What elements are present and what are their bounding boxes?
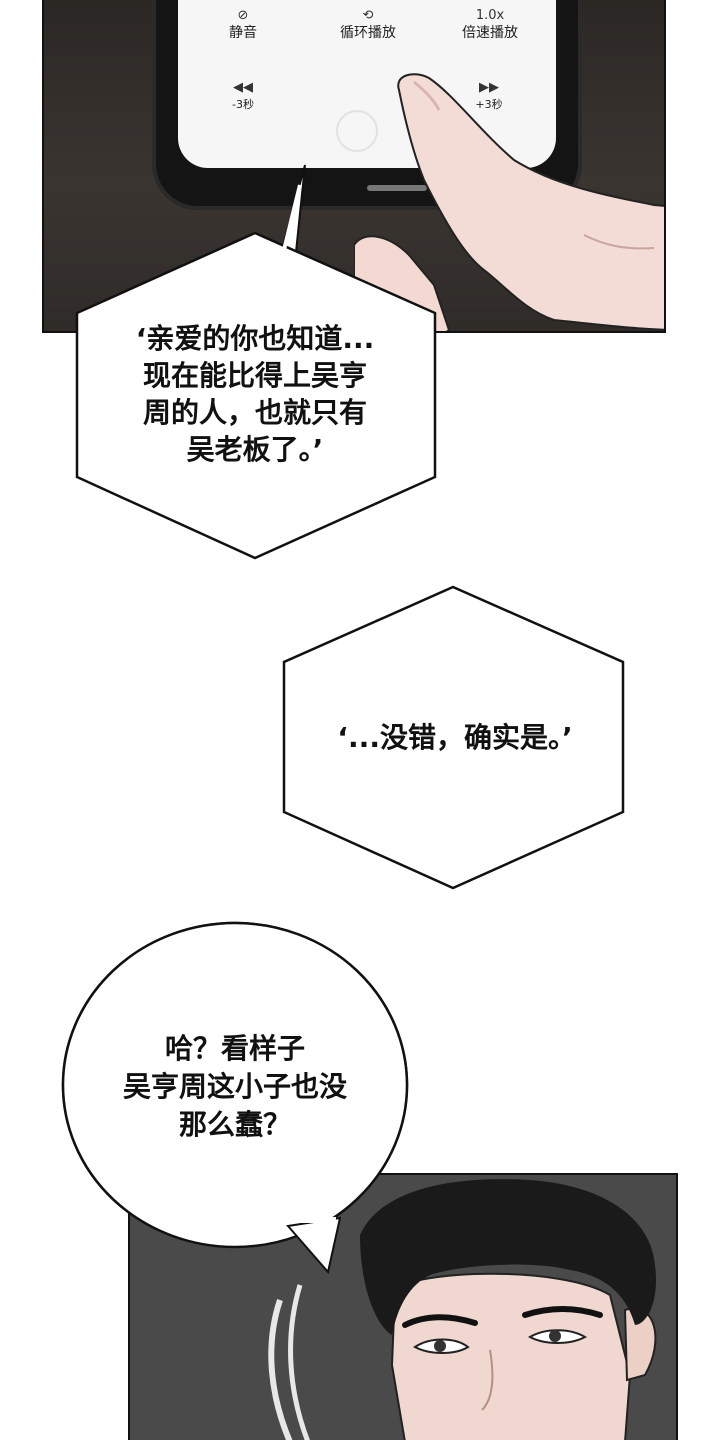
speed-label: 倍速播放 <box>462 25 518 41</box>
phone-panel: ⊘ 静音 ⟲ 循环播放 1.0x 倍速播放 ◀◀ -3秒 ▶▶ +3秒 <box>42 0 666 333</box>
rewind-control[interactable]: ◀◀ -3秒 <box>216 80 270 114</box>
speech-bubble-2 <box>282 585 625 890</box>
rewind-label: -3秒 <box>232 98 254 111</box>
speed-icon: 1.0x <box>475 8 505 23</box>
speech-bubble-3-front <box>61 921 409 1275</box>
loop-icon: ⟲ <box>362 8 374 23</box>
forward-control[interactable]: ▶▶ +3秒 <box>462 80 516 114</box>
mute-control[interactable]: ⊘ 静音 <box>208 8 278 42</box>
forward-icon: ▶▶ <box>479 80 499 95</box>
loop-control[interactable]: ⟲ 循环播放 <box>326 8 410 42</box>
forward-label: +3秒 <box>475 98 503 111</box>
character-portrait <box>268 1179 657 1440</box>
phone-speaker-grille <box>367 185 427 191</box>
right-eyebrow <box>522 1306 603 1318</box>
speed-control[interactable]: 1.0x 倍速播放 <box>450 8 530 42</box>
play-button[interactable] <box>336 110 378 152</box>
dialogue-text-3: 哈？看样子 吴亨周这小子也没 那么蠢？ <box>122 1032 347 1141</box>
mute-icon: ⊘ <box>237 8 249 23</box>
hair <box>360 1179 656 1335</box>
dialogue-text-2: ‘...没错，确实是。’ <box>337 721 573 754</box>
rewind-icon: ◀◀ <box>233 80 253 95</box>
speech-bubble-1 <box>75 231 437 560</box>
face <box>390 1272 632 1440</box>
left-eyebrow <box>402 1314 478 1328</box>
mute-label: 静音 <box>229 25 257 41</box>
loop-label: 循环播放 <box>340 25 396 41</box>
dialogue-text-1: ‘亲爱的你也知道... 现在能比得上吴亨 周的人，也就只有 吴老板了。’ <box>135 322 375 466</box>
nose <box>481 1349 494 1411</box>
